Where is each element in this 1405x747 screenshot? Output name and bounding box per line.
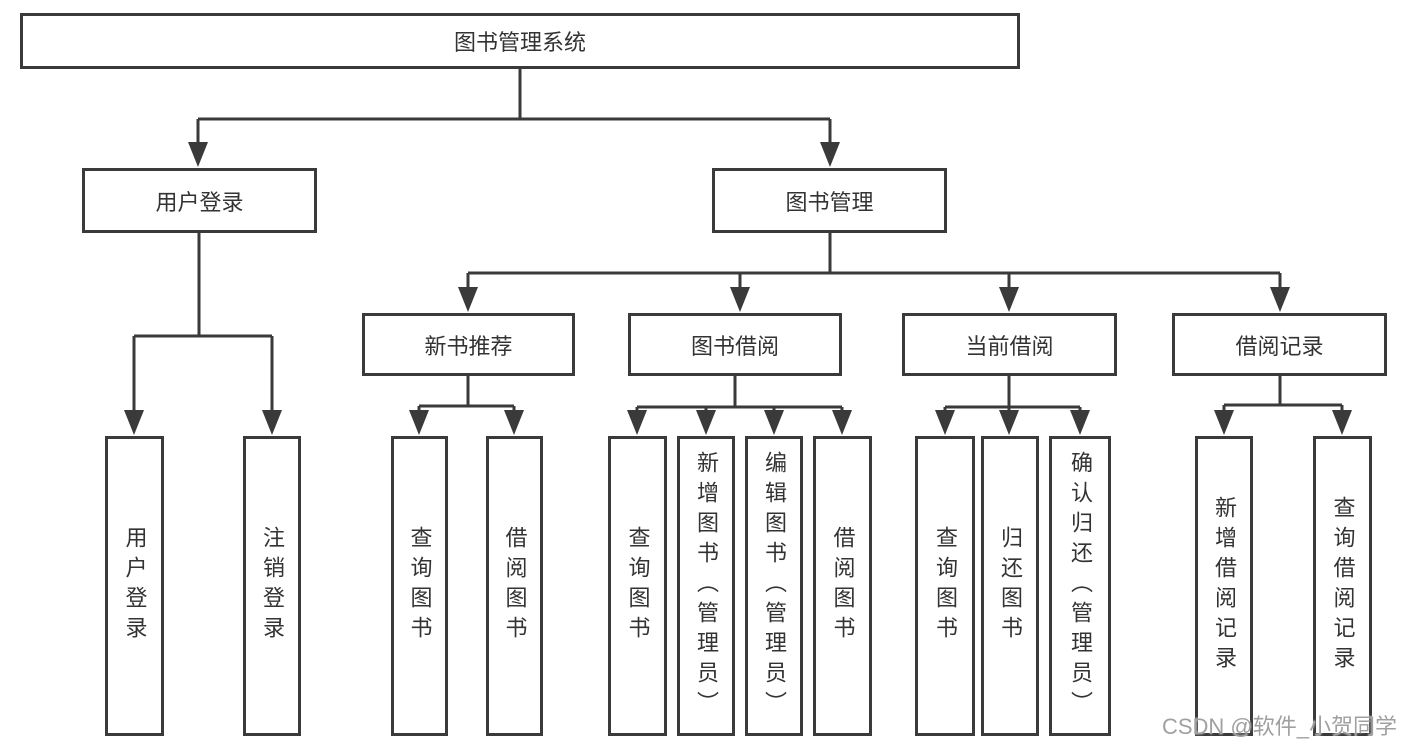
node-root: 图书管理系统 [20,13,1020,69]
leaf-recommend-borrow-book-label: 借阅图书 [502,526,528,646]
leaf-add-borrow-record-label: 新增借阅记录 [1212,496,1237,676]
leaf-user-login: 用户登录 [105,436,164,736]
leaf-logout: 注销登录 [243,436,301,736]
leaf-edit-book-admin: 编辑图书（管理员） [745,436,803,736]
leaf-borrow-book: 借阅图书 [813,436,872,736]
node-user-login: 用户登录 [82,168,317,233]
leaf-add-book-admin-label: 新增图书（管理员） [694,451,719,721]
node-book-management-label: 图书管理 [785,189,874,215]
leaf-borrow-query-book: 查询图书 [608,436,667,736]
node-book-borrow: 图书借阅 [628,313,842,376]
node-current-borrow-label: 当前借阅 [965,333,1054,359]
node-root-label: 图书管理系统 [453,30,586,55]
connector-root-to-level2 [188,69,840,167]
leaf-user-login-label: 用户登录 [122,526,148,646]
leaf-query-borrow-record: 查询借阅记录 [1313,436,1372,736]
leaf-recommend-borrow-book: 借阅图书 [486,436,543,736]
leaf-borrow-query-book-label: 查询图书 [625,526,651,646]
leaf-confirm-return-admin-label: 确认归还（管理员） [1068,451,1093,721]
leaf-query-borrow-record-label: 查询借阅记录 [1330,496,1356,676]
leaf-current-query-book-label: 查询图书 [933,526,958,646]
node-current-borrow: 当前借阅 [902,313,1117,376]
connector-borrow-record-branch [1214,376,1352,435]
leaf-recommend-query-book: 查询图书 [391,436,448,736]
connector-book-management-branch [458,233,1290,312]
node-user-login-label: 用户登录 [155,189,244,215]
leaf-add-book-admin: 新增图书（管理员） [677,436,735,736]
connector-user-login-branch [124,233,282,435]
node-borrow-record-label: 借阅记录 [1235,333,1324,359]
leaf-return-book-label: 归还图书 [998,526,1023,646]
leaf-edit-book-admin-label: 编辑图书（管理员） [762,451,787,721]
leaf-recommend-query-book-label: 查询图书 [407,526,433,646]
connector-book-borrow-branch [627,376,852,435]
leaf-borrow-book-label: 借阅图书 [830,526,856,646]
leaf-confirm-return-admin: 确认归还（管理员） [1049,436,1111,736]
connector-new-book-branch [409,376,524,435]
leaf-current-query-book: 查询图书 [915,436,975,736]
node-borrow-record: 借阅记录 [1172,313,1387,376]
node-new-book-recommend: 新书推荐 [362,313,575,376]
node-book-borrow-label: 图书借阅 [690,333,779,359]
node-new-book-recommend-label: 新书推荐 [424,333,513,359]
node-book-management: 图书管理 [712,168,947,233]
leaf-return-book: 归还图书 [981,436,1039,736]
leaf-add-borrow-record: 新增借阅记录 [1195,436,1253,736]
leaf-logout-label: 注销登录 [260,526,285,646]
connector-current-borrow-branch [935,376,1090,435]
csdn-watermark: CSDN @软件_小贺同学 [1161,714,1397,739]
